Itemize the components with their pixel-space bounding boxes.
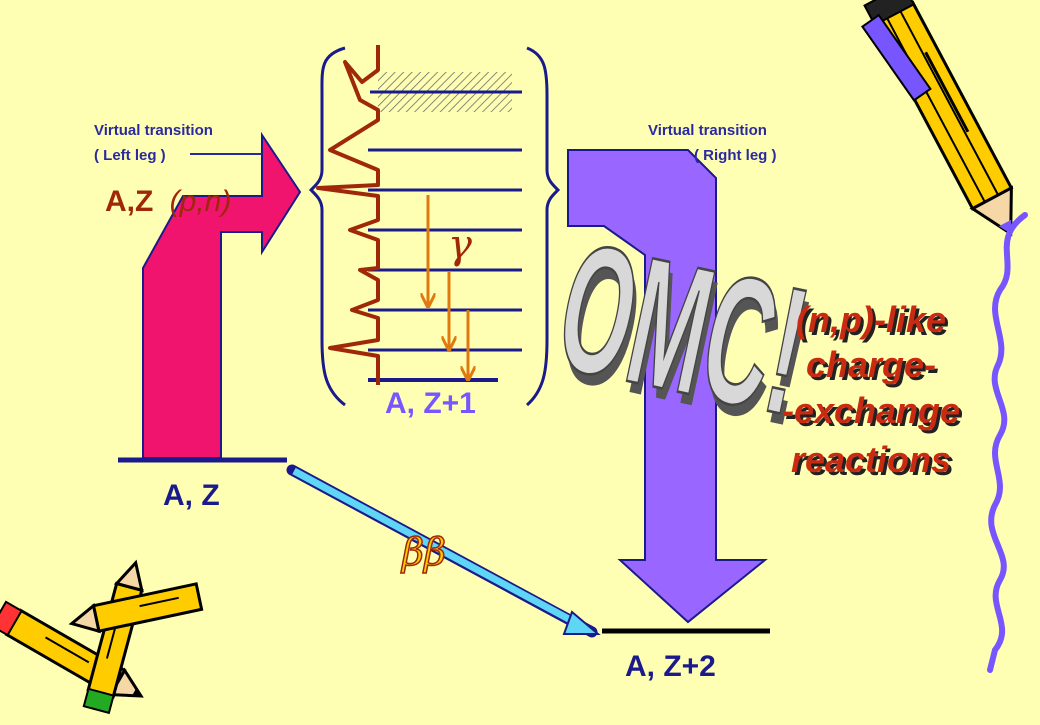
np-line2: charge- [806,344,936,385]
intermediate-nucleus-label: A, Z+1 [385,387,476,420]
svg-text:(n,p)-like: (n,p)-like [799,302,949,343]
gamma-cascade-arrows [428,195,468,378]
energy-levels [368,90,522,382]
np-reactions-label: (n,p)-like charge- -exchange reactions (… [782,299,963,483]
np-line3: -exchange [782,390,960,431]
wavy-border-decoration [987,212,1028,673]
omc-shadow: OMC! [546,216,825,464]
strength-distribution [316,45,380,385]
omc-3d-text: OMC! OMC! [542,204,825,465]
left-leg-arrow [142,131,302,459]
svg-text:-exchange: -exchange [785,393,963,434]
svg-text:charge-: charge- [809,347,939,388]
pn-reaction-label: A,Z (p,n) [105,185,231,218]
right-bracket [525,46,561,407]
right-leg-label-line1: Virtual transition [648,122,767,139]
final-nucleus-label: A, Z+2 [625,650,716,683]
pn-reaction: (p,n) [170,185,232,218]
left-leg-label-line2: ( Left leg ) [94,147,166,164]
pencils-bottom-left-icon [0,559,204,715]
np-line1: (n,p)-like [796,299,946,340]
left-bracket [308,46,346,407]
pencil-top-right-icon [861,0,1014,237]
initial-nucleus-label: A, Z [163,479,220,512]
np-line4: reactions [791,439,951,480]
left-leg-label-line1: Virtual transition [94,122,213,139]
omc-text: OMC! [543,205,822,453]
right-leg-label-line2: ( Right leg ) [694,147,777,164]
gamma-label: γ [448,222,472,268]
pn-prefix: A,Z [105,185,153,218]
svg-text:reactions: reactions [794,442,954,483]
double-beta-label: ββ [400,530,446,574]
right-leg-arrow [567,149,768,624]
